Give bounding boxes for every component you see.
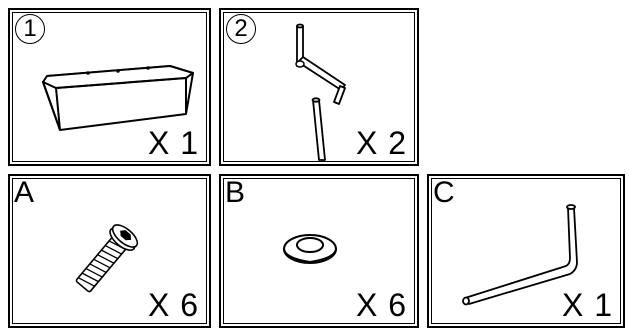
part-panel-1: 1 X 1 [8,8,211,166]
part-panel-c: C X 1 [427,174,625,328]
quantity-label: X 1 [562,288,613,322]
quantity-label: X 1 [148,126,199,160]
quantity-label: X 6 [356,288,407,322]
part-panel-2: 2 X 2 [219,8,419,166]
quantity-label: X 6 [148,288,199,322]
quantity-label: X 2 [356,126,407,160]
part-panel-a: A X 6 [8,174,211,328]
part-panel-b: B X 6 [219,174,419,328]
